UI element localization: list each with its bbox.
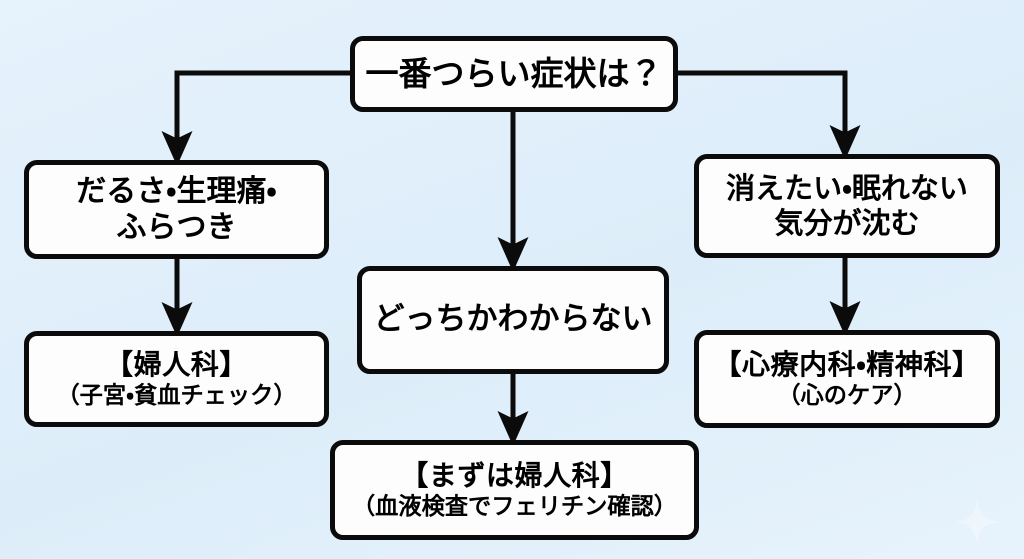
node-right-symptom-line2: 気分が沈む xyxy=(774,206,920,240)
node-left-symptom-line1: だるさ・生理痛・ xyxy=(76,173,277,209)
node-root-question[interactable]: 一番つらい症状は？ xyxy=(350,36,678,112)
edge-root-to-left xyxy=(161,70,350,166)
node-middle-symptom[interactable]: どっちかわからない xyxy=(357,266,669,374)
node-right-symptom[interactable]: 消えたい・眠れない 気分が沈む xyxy=(694,154,1000,258)
edge-root-to-right xyxy=(678,70,861,160)
node-middle-result-title: 【まずは婦人科】 xyxy=(400,459,629,493)
node-right-symptom-line1: 消えたい・眠れない xyxy=(726,171,968,206)
node-right-result[interactable]: 【心療内科・精神科】 （心のケア） xyxy=(694,330,1000,428)
node-right-result-subtitle: （心のケア） xyxy=(777,381,917,409)
node-left-result-subtitle: （子宮・貧血チェック） xyxy=(56,381,297,409)
node-left-symptom[interactable]: だるさ・生理痛・ ふらつき xyxy=(24,160,329,259)
node-left-symptom-line2: ふらつき xyxy=(116,209,237,245)
node-root-label: 一番つらい症状は？ xyxy=(365,54,663,94)
node-left-result[interactable]: 【婦人科】 （子宮・貧血チェック） xyxy=(24,331,329,427)
node-left-result-title: 【婦人科】 xyxy=(105,348,248,382)
node-middle-symptom-line1: どっちかわからない xyxy=(373,301,653,338)
node-right-result-title: 【心療内科・精神科】 xyxy=(713,348,981,382)
node-middle-result[interactable]: 【まずは婦人科】 （血液検査でフェリチン確認） xyxy=(330,440,699,540)
node-middle-result-subtitle: （血液検査でフェリチン確認） xyxy=(351,492,678,520)
